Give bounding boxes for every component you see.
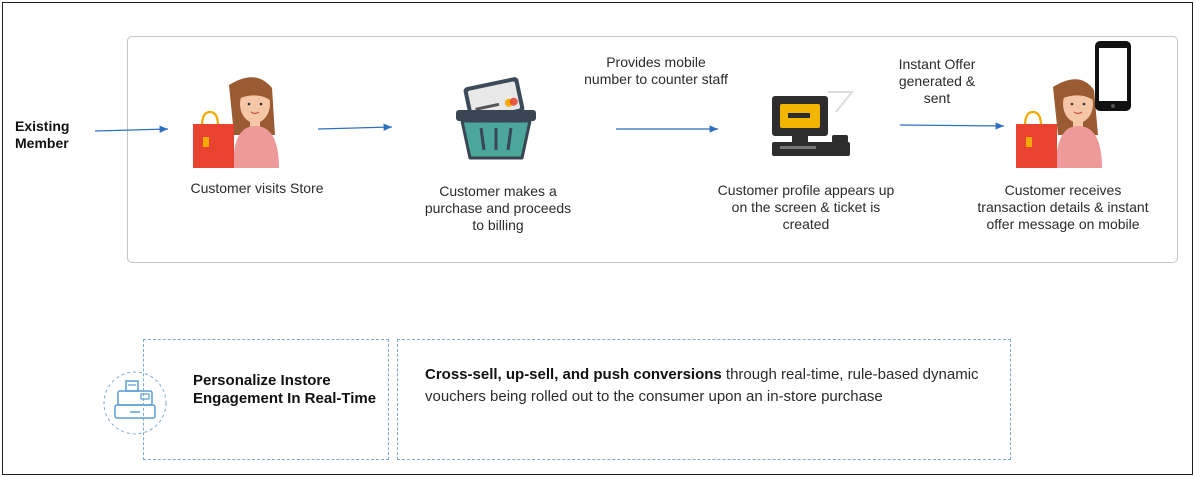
step-caption-visit: Customer visits Store: [190, 180, 324, 196]
feature-description: Cross-sell, up-sell, and push conversion…: [425, 364, 985, 408]
shopper-phone-icon: [1016, 41, 1131, 168]
entry-label: Existing Member: [15, 118, 70, 151]
feature-title-box: [143, 339, 389, 460]
feature-title: Personalize Instore Engagement In Real-T…: [193, 372, 377, 407]
note-instant-offer: Instant Offer generated & sent: [898, 56, 976, 106]
arrow-step3-step4: [899, 122, 1005, 130]
arrow-entry: [94, 125, 169, 133]
feature-description-box: [397, 339, 1011, 460]
arrow-step1-step2: [317, 123, 393, 131]
step-caption-offer: Customer receives transaction details & …: [977, 182, 1149, 232]
note-mobile-number: Provides mobile number to counter staff: [584, 54, 728, 87]
cash-register-icon: [103, 371, 167, 435]
shopper-icon: [193, 77, 279, 168]
flow-container: [127, 36, 1178, 263]
feature-description-rest: through real-time, rule-based dynamic vo…: [425, 366, 979, 405]
pos-terminal-icon: [772, 91, 855, 156]
step-caption-profile: Customer profile appears up on the scree…: [717, 182, 895, 232]
basket-card-icon: [456, 77, 536, 160]
step-caption-purchase: Customer makes a purchase and proceeds t…: [424, 183, 572, 233]
feature-description-bold: Cross-sell, up-sell, and push conversion…: [425, 366, 722, 383]
